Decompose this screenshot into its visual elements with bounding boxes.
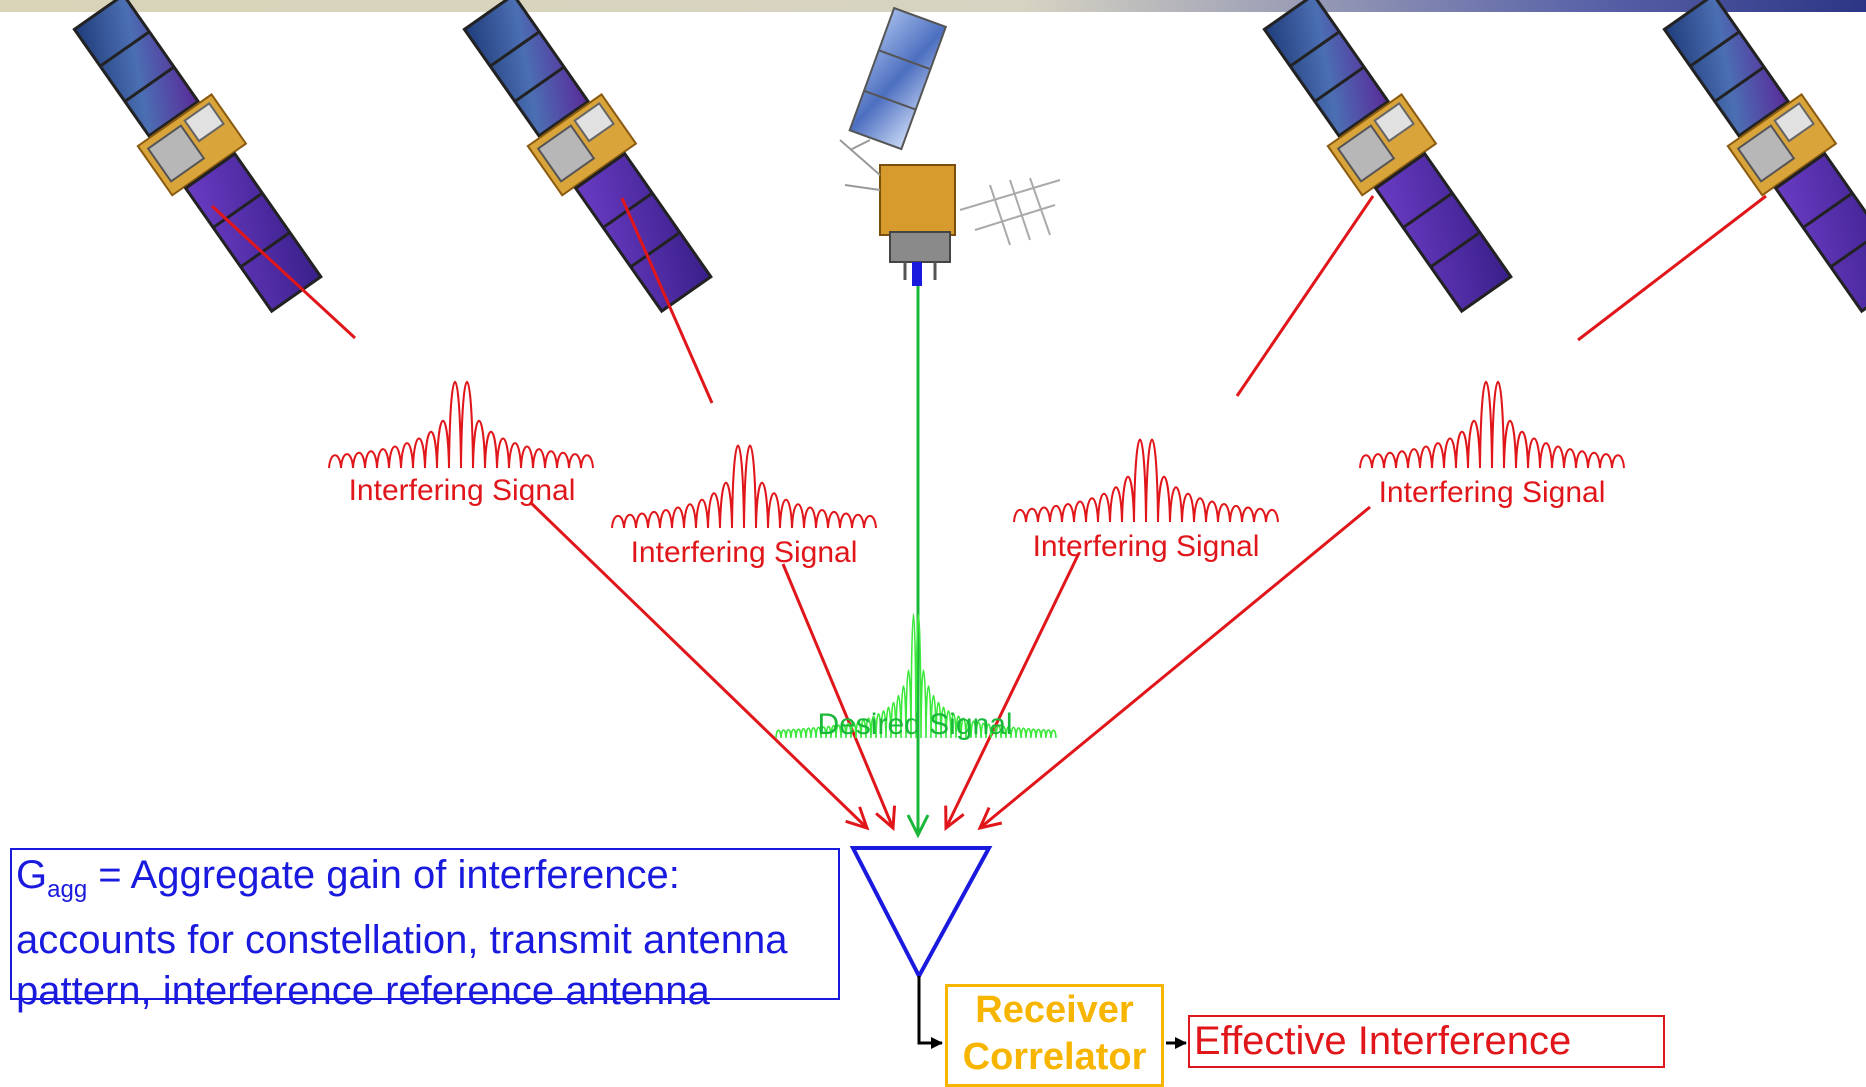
gagg-definition: = Aggregate gain of interference: xyxy=(87,853,680,897)
interfering-signal-label-2: Interfering Signal xyxy=(631,536,858,569)
interfering-satellite-1 xyxy=(60,0,335,322)
desired-satellite xyxy=(839,6,1061,286)
receiver-correlator-box: Receiver Correlator xyxy=(945,984,1164,1087)
interfering-spectrum-1 xyxy=(328,380,594,469)
antenna-triangle xyxy=(849,846,993,981)
interfering-satellite-2 xyxy=(450,0,725,322)
gagg-symbol: G xyxy=(16,853,48,897)
receiver-correlator-line-1: Receiver xyxy=(975,989,1134,1031)
signal-spectra xyxy=(328,380,1625,739)
desired-spectrum xyxy=(775,613,1057,739)
header-strip xyxy=(0,0,1866,12)
receiver-correlator-line-2: Correlator xyxy=(962,1036,1147,1078)
gagg-line-2: accounts for constellation, transmit ant… xyxy=(16,918,788,962)
interfering-spectrum-4 xyxy=(1359,380,1625,469)
aggregate-gain-note: Gagg = Aggregate gain of interference: a… xyxy=(10,848,840,1013)
interfering-spectrum-2 xyxy=(611,444,877,529)
interfering-satellite-4 xyxy=(1650,0,1866,322)
interfering-spectrum-3 xyxy=(1013,438,1279,523)
gagg-subscript: agg xyxy=(47,876,88,903)
interfering-signal-label-4: Interfering Signal xyxy=(1379,476,1606,509)
interfering-signal-label-1: Interfering Signal xyxy=(349,474,576,507)
gagg-line-3: pattern, interference reference antenna xyxy=(16,969,710,1013)
effective-interference-label: Effective Interference xyxy=(1194,1019,1572,1063)
antenna-to-correlator-line xyxy=(917,976,943,1049)
gagg-line-1: Gagg = Aggregate gain of interference: xyxy=(16,850,838,915)
interference-paths-upper xyxy=(210,194,1767,404)
interfering-signal-label-3: Interfering Signal xyxy=(1033,530,1260,563)
interfering-satellite-3 xyxy=(1250,0,1525,322)
interference-arrows xyxy=(528,500,1371,832)
effective-interference-box: Effective Interference xyxy=(1188,1015,1665,1068)
desired-signal-label: Desired Signal xyxy=(817,708,1012,741)
